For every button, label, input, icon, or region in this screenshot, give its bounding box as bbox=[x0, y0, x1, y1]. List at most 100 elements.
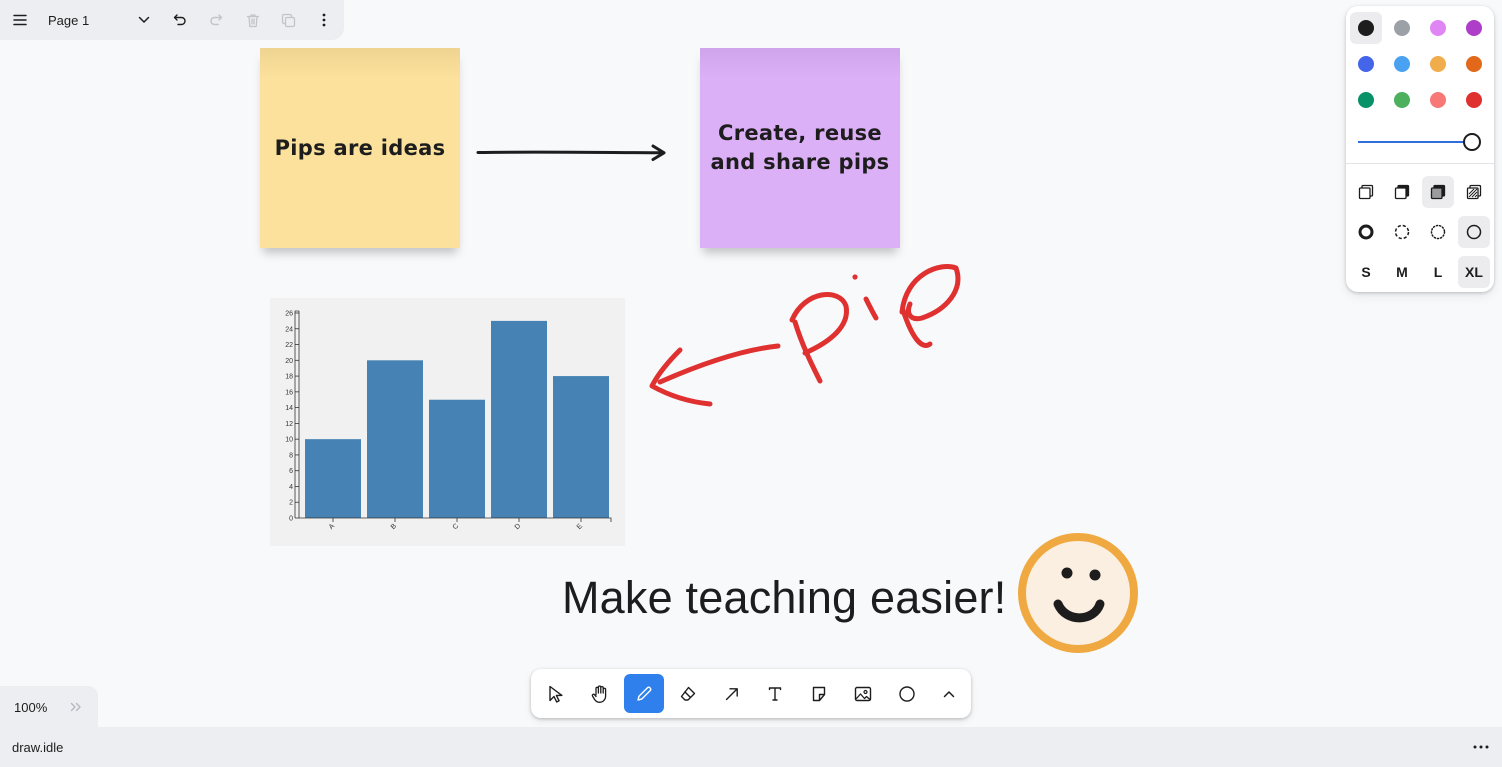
y-tick-label: 20 bbox=[285, 358, 293, 365]
redo-icon[interactable] bbox=[202, 6, 230, 34]
color-swatch[interactable] bbox=[1350, 84, 1382, 116]
bar bbox=[491, 320, 547, 518]
opacity-slider-thumb[interactable] bbox=[1463, 133, 1481, 151]
color-swatch[interactable] bbox=[1386, 12, 1418, 44]
sticky-note-purple[interactable]: Create, reuse and share pips bbox=[700, 48, 900, 248]
hand-tool[interactable] bbox=[580, 674, 620, 713]
y-tick-label: 26 bbox=[285, 311, 293, 318]
color-swatch[interactable] bbox=[1422, 84, 1454, 116]
size-l-button[interactable]: L bbox=[1422, 256, 1454, 288]
y-tick-label: 8 bbox=[289, 452, 293, 459]
sticky-note-line: and share pips bbox=[710, 150, 890, 174]
y-tick-label: 10 bbox=[285, 437, 293, 444]
eraser-tool[interactable] bbox=[668, 674, 708, 713]
x-tick-label: D bbox=[514, 523, 523, 532]
y-tick-label: 22 bbox=[285, 342, 293, 349]
sticky-note-text: Create, reuse and share pips bbox=[711, 119, 890, 177]
size-label: S bbox=[1361, 264, 1371, 280]
bar bbox=[305, 439, 361, 518]
dash-solid-icon[interactable] bbox=[1458, 216, 1490, 248]
x-tick-label: B bbox=[390, 523, 398, 531]
color-swatch[interactable] bbox=[1350, 12, 1382, 44]
chevrons-right-icon[interactable] bbox=[66, 697, 86, 717]
arrow-shape[interactable] bbox=[470, 140, 675, 166]
color-dot bbox=[1466, 20, 1482, 36]
color-swatch[interactable] bbox=[1422, 48, 1454, 80]
more-vertical-icon[interactable] bbox=[310, 6, 338, 34]
zoom-menu: 100% bbox=[0, 686, 98, 727]
color-dot bbox=[1394, 92, 1410, 108]
fill-solid-icon[interactable] bbox=[1422, 176, 1454, 208]
chevron-up-icon[interactable] bbox=[930, 674, 968, 713]
color-dot bbox=[1358, 20, 1374, 36]
draw-tool[interactable] bbox=[624, 674, 664, 713]
toolbar bbox=[531, 669, 971, 718]
y-tick-label: 6 bbox=[289, 468, 293, 475]
color-swatch[interactable] bbox=[1422, 12, 1454, 44]
y-tick-label: 2 bbox=[289, 500, 293, 507]
dash-dotted-icon[interactable] bbox=[1422, 216, 1454, 248]
divider bbox=[1346, 163, 1494, 164]
trash-icon[interactable] bbox=[239, 6, 267, 34]
size-label: XL bbox=[1465, 264, 1483, 280]
color-swatch[interactable] bbox=[1458, 84, 1490, 116]
y-tick-label: 16 bbox=[285, 389, 293, 396]
ellipse-tool[interactable] bbox=[887, 674, 927, 713]
opacity-slider-track[interactable] bbox=[1358, 141, 1474, 143]
chevron-down-icon[interactable] bbox=[130, 6, 158, 34]
size-m-button[interactable]: M bbox=[1386, 256, 1418, 288]
color-dot bbox=[1466, 92, 1482, 108]
y-tick-label: 4 bbox=[289, 484, 293, 491]
color-dot bbox=[1394, 20, 1410, 36]
size-xl-button[interactable]: XL bbox=[1458, 256, 1490, 288]
x-tick-label: E bbox=[576, 523, 584, 531]
fill-none-icon[interactable] bbox=[1350, 176, 1382, 208]
smiley-face-drawing[interactable] bbox=[1016, 532, 1140, 656]
x-tick-label: C bbox=[452, 523, 461, 532]
duplicate-icon[interactable] bbox=[274, 6, 302, 34]
bar bbox=[553, 376, 609, 518]
color-dot bbox=[1358, 56, 1374, 72]
y-tick-label: 14 bbox=[285, 405, 293, 412]
note-tool[interactable] bbox=[799, 674, 839, 713]
freehand-drawing-pip[interactable] bbox=[640, 250, 975, 420]
color-swatch[interactable] bbox=[1386, 48, 1418, 80]
heading-text[interactable]: Make teaching easier! bbox=[562, 572, 1007, 623]
undo-icon[interactable] bbox=[166, 6, 194, 34]
color-swatch[interactable] bbox=[1458, 48, 1490, 80]
sticky-note-line: Create, reuse bbox=[718, 121, 882, 145]
color-swatch[interactable] bbox=[1350, 48, 1382, 80]
status-bar: draw.idle bbox=[0, 727, 1502, 767]
color-dot bbox=[1466, 56, 1482, 72]
dash-dashed-icon[interactable] bbox=[1386, 216, 1418, 248]
page-name[interactable]: Page 1 bbox=[48, 13, 90, 28]
color-swatch[interactable] bbox=[1458, 12, 1490, 44]
image-tool[interactable] bbox=[843, 674, 883, 713]
size-s-button[interactable]: S bbox=[1350, 256, 1382, 288]
text-tool[interactable] bbox=[755, 674, 795, 713]
size-label: L bbox=[1433, 264, 1443, 280]
fill-pattern-icon[interactable] bbox=[1458, 176, 1490, 208]
color-dot bbox=[1394, 56, 1410, 72]
sticky-note-yellow[interactable]: Pips are ideas bbox=[260, 48, 460, 248]
axis-line bbox=[294, 310, 612, 522]
bar bbox=[367, 360, 423, 518]
dash-draw-icon[interactable] bbox=[1350, 216, 1382, 248]
fill-semi-icon[interactable] bbox=[1386, 176, 1418, 208]
arrow-tool[interactable] bbox=[712, 674, 752, 713]
color-swatch[interactable] bbox=[1386, 84, 1418, 116]
zoom-level[interactable]: 100% bbox=[14, 700, 48, 715]
menu-icon[interactable] bbox=[6, 6, 34, 34]
page-menu: Page 1 bbox=[0, 0, 344, 40]
sticky-note-text: Pips are ideas bbox=[274, 135, 446, 160]
color-dot bbox=[1358, 92, 1374, 108]
select-tool[interactable] bbox=[536, 674, 576, 713]
status-text: draw.idle bbox=[12, 740, 64, 755]
y-tick-label: 12 bbox=[285, 421, 293, 428]
size-label: M bbox=[1396, 264, 1408, 280]
style-panel: S M L XL bbox=[1346, 6, 1494, 292]
bar bbox=[429, 399, 485, 518]
more-horizontal-icon[interactable] bbox=[1470, 737, 1492, 757]
